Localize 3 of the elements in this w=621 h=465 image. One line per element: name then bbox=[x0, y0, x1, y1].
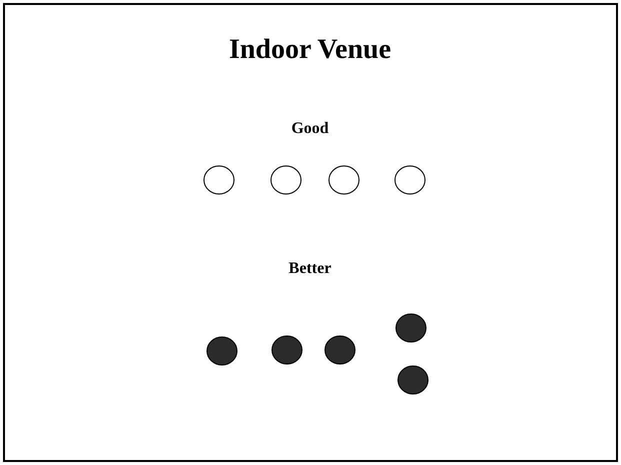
title: Indoor Venue bbox=[228, 34, 392, 66]
section-label: Better bbox=[288, 260, 332, 278]
section-label: Good bbox=[291, 120, 329, 138]
